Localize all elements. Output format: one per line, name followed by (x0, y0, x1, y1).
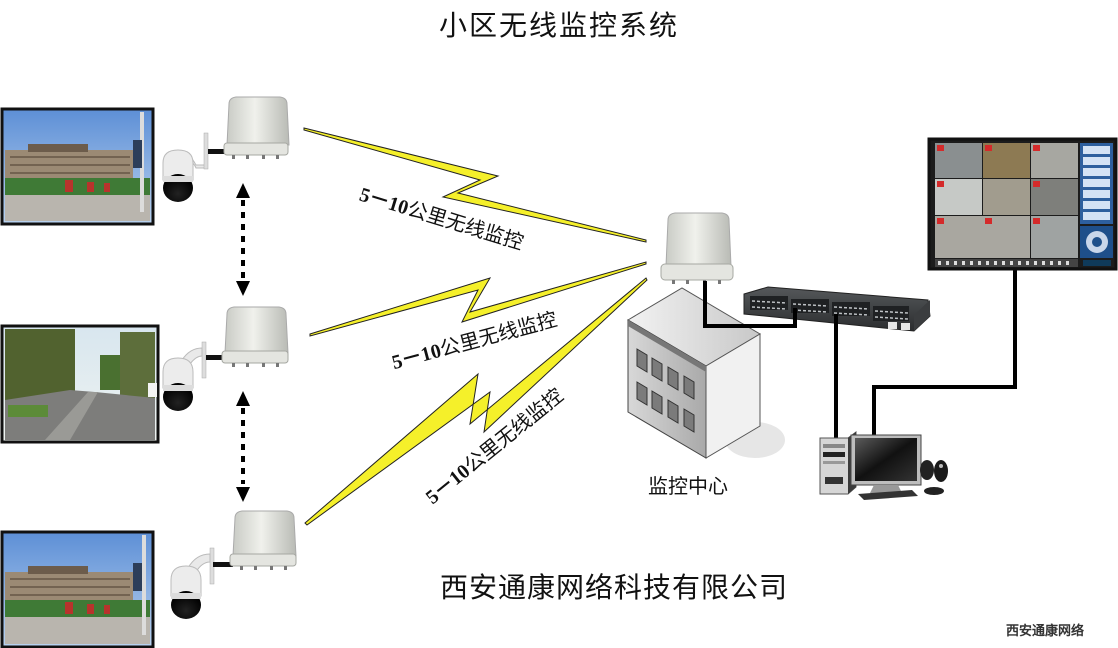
wireless-link-2 (309, 261, 647, 337)
wireless-bridge-2 (221, 306, 289, 367)
video-feed-grid (935, 143, 1078, 258)
diagram-title: 小区无线监控系统 (438, 9, 679, 42)
wireless-link-1 (303, 127, 647, 243)
video-wall-monitor (927, 137, 1118, 271)
wireless-bridge-3 (229, 510, 297, 570)
network-switch (743, 286, 931, 332)
site-photo-1 (0, 107, 155, 226)
site-photo-3 (0, 530, 155, 648)
ptz-camera-2 (162, 341, 226, 411)
ethernet-cables (703, 268, 1017, 440)
control-panel-buttons (1083, 146, 1110, 220)
monitoring-center-label: 监控中心 (648, 474, 728, 498)
company-name: 西安通康网络科技有限公司 (440, 571, 789, 604)
wireless-link-3 (304, 277, 648, 526)
cable-bridge-to-switch (703, 281, 797, 328)
ptz-camera-3 (170, 547, 233, 619)
relay-arrow-1 (236, 183, 250, 296)
monitoring-center-building (627, 287, 785, 459)
monitoring-pc (819, 431, 948, 500)
ptz-camera-1 (162, 132, 230, 202)
relay-arrow-2 (236, 391, 250, 502)
cable-pc-to-monitor (872, 268, 1017, 436)
wireless-bridge-1 (223, 96, 290, 159)
watermark: 西安通康网络 (1006, 624, 1085, 639)
site-photo-2 (0, 324, 160, 444)
wireless-bridge-center (660, 212, 734, 284)
